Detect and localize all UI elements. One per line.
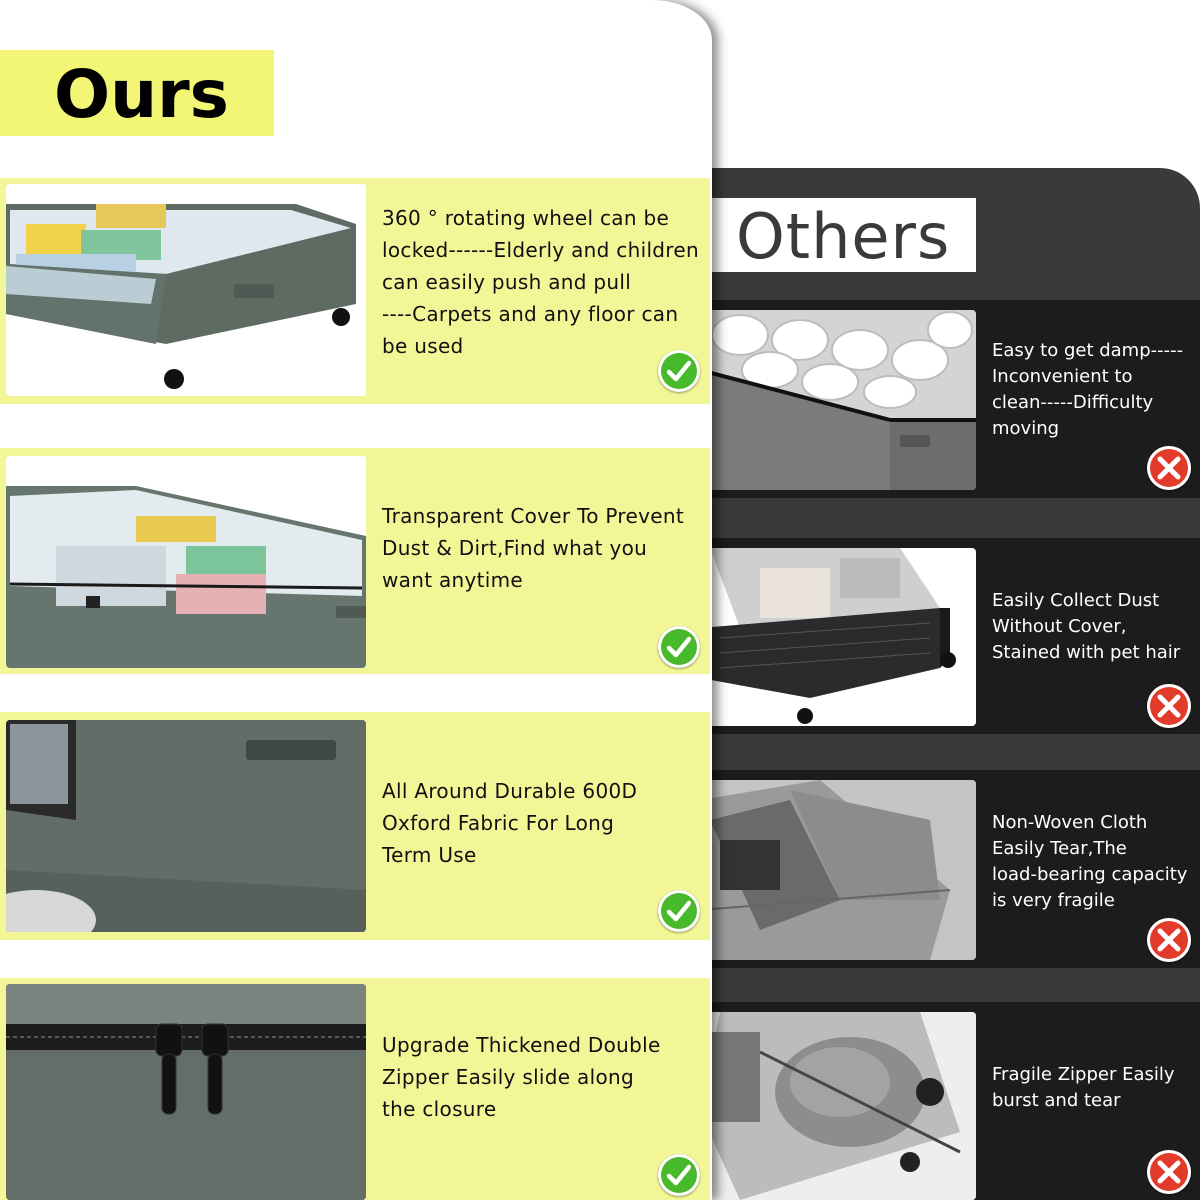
ours-item-4-text: Upgrade Thickened Double Zipper Easily s… xyxy=(382,1033,661,1121)
check-icon xyxy=(658,1154,700,1196)
ours-item-1-text: 360 ° rotating wheel can be locked------… xyxy=(382,206,699,358)
ours-photo-double-zipper xyxy=(6,984,366,1200)
others-title: Others xyxy=(736,200,951,273)
ours-title-box xyxy=(0,50,274,136)
ours-title: Ours xyxy=(54,56,229,133)
ours-item-2-text: Transparent Cover To Prevent Dust & Dirt… xyxy=(382,504,684,592)
others-photo-open-basket xyxy=(700,548,976,726)
x-icon xyxy=(1147,918,1191,962)
others-item-1-text: Easy to get damp----- Inconvenient to cl… xyxy=(992,340,1184,439)
others-item-2-text: Easily Collect Dust Without Cover, Stain… xyxy=(992,590,1181,663)
others-item-3-text: Non-Woven Cloth Easily Tear,The load-bea… xyxy=(992,812,1188,911)
others-item-4-text: Fragile Zipper Easily burst and tear xyxy=(992,1064,1175,1111)
ours-photo-wheeled-bag xyxy=(6,184,366,396)
ours-photo-oxford-fabric xyxy=(6,720,366,932)
check-icon xyxy=(658,350,700,392)
others-title-box xyxy=(712,198,976,272)
check-icon xyxy=(658,626,700,668)
others-photo-fragile-zipper xyxy=(700,1012,976,1200)
others-photo-damp-bag xyxy=(700,310,976,490)
ours-item-3-text: All Around Durable 600D Oxford Fabric Fo… xyxy=(382,779,638,867)
x-icon xyxy=(1147,446,1191,490)
x-icon xyxy=(1147,1150,1191,1194)
ours-photo-transparent-cover xyxy=(6,456,366,668)
others-photo-nonwoven-bag xyxy=(700,780,976,960)
check-icon xyxy=(658,890,700,932)
x-icon xyxy=(1147,684,1191,728)
